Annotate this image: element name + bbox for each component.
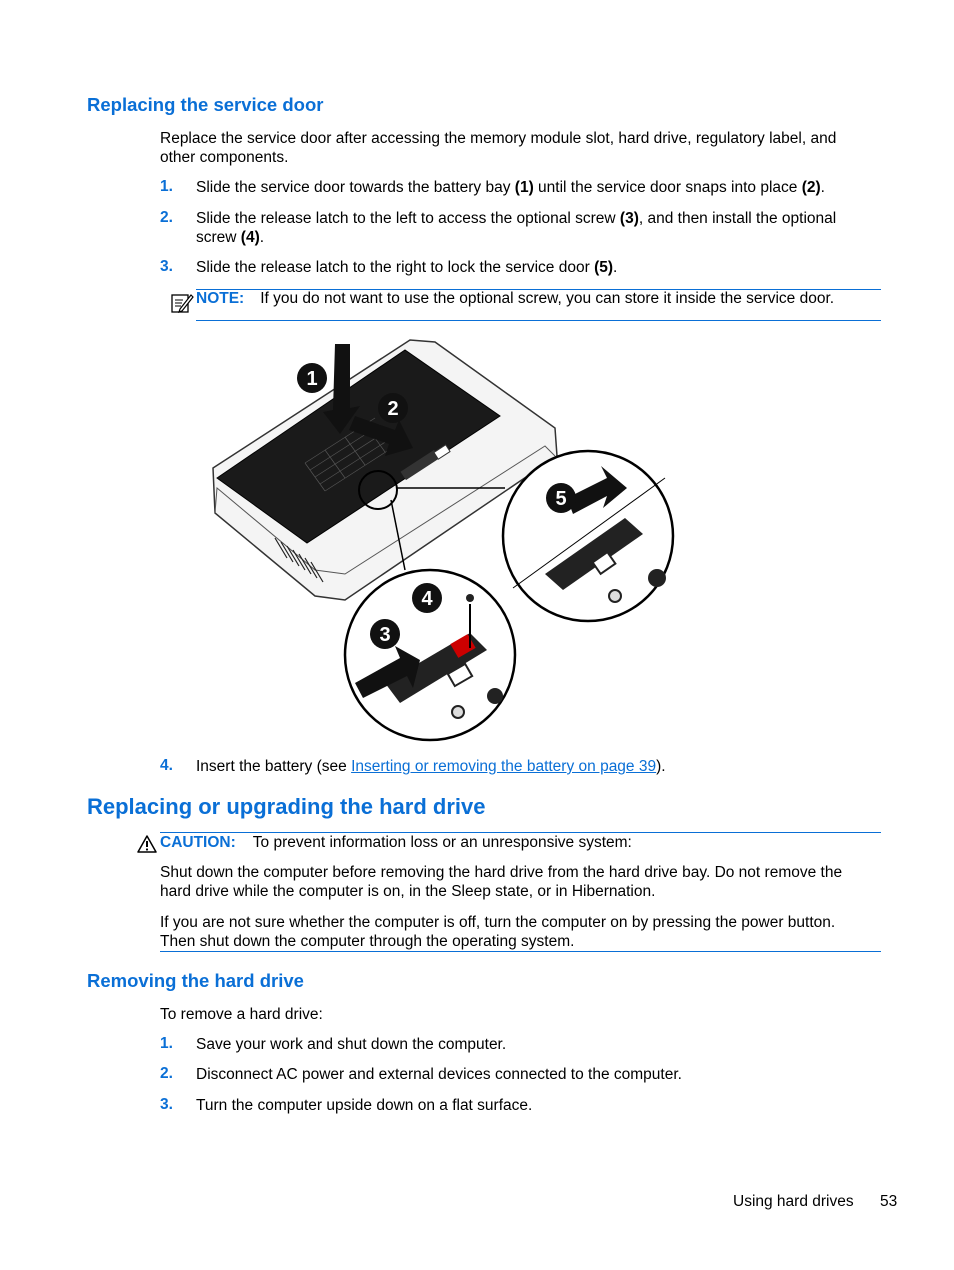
- callout-ref: (4): [240, 229, 260, 246]
- note-top-rule: [196, 289, 881, 290]
- callout-ref: (1): [514, 179, 534, 196]
- text-run: until the service door snaps into place: [533, 179, 802, 196]
- note-text: NOTE: If you do not want to use the optio…: [196, 289, 834, 308]
- callout-ref: (3): [619, 210, 639, 227]
- caution-paragraph-1: Shut down the computer before removing t…: [160, 863, 842, 901]
- footer-section-title: Using hard drives: [733, 1193, 854, 1210]
- caution-text: To prevent information loss or an unresp…: [252, 834, 632, 851]
- callout-badge-1: 1: [297, 363, 327, 393]
- caution-label: CAUTION:: [160, 834, 236, 851]
- step-text: Insert the battery (see Inserting or rem…: [196, 757, 666, 776]
- svg-text:5: 5: [555, 488, 566, 510]
- svg-text:4: 4: [421, 588, 433, 610]
- caution-heading-line: CAUTION: To prevent information loss or a…: [160, 833, 632, 852]
- step-text: Slide the release latch to the right to …: [196, 258, 617, 277]
- battery-page-link[interactable]: Inserting or removing the battery on pag…: [351, 758, 657, 775]
- caution-line: Shut down the computer before removing t…: [160, 864, 843, 881]
- step-number: 2.: [160, 209, 173, 226]
- text-run: .: [613, 259, 618, 276]
- step-number: 3.: [160, 258, 173, 275]
- callout-ref: (5): [594, 259, 614, 276]
- step-text: Slide the service door towards the batte…: [196, 178, 825, 197]
- caution-paragraph-2: If you are not sure whether the computer…: [160, 913, 835, 951]
- text-run: .: [820, 179, 825, 196]
- note-pencil-icon: [170, 291, 194, 315]
- step-number: 3.: [160, 1096, 173, 1113]
- removal-intro: To remove a hard drive:: [160, 1006, 323, 1023]
- caution-bottom-rule: [160, 951, 881, 952]
- intro-line: other components.: [160, 149, 289, 166]
- svg-text:3: 3: [379, 624, 390, 646]
- step-text: Turn the computer upside down on a flat …: [196, 1097, 533, 1114]
- text-run: Insert the battery (see: [196, 758, 352, 775]
- note-body: If you do not want to use the optional s…: [260, 290, 835, 307]
- warning-triangle-icon: [137, 835, 157, 853]
- step-text: Save your work and shut down the compute…: [196, 1036, 507, 1053]
- section-heading-removing-hard-drive: Removing the hard drive: [87, 970, 304, 991]
- page-number: 53: [880, 1193, 898, 1210]
- step-line: screw (4).: [196, 228, 836, 247]
- caution-line: hard drive while the computer is on, in …: [160, 883, 656, 900]
- step-line: Slide the release latch to the left to a…: [196, 209, 836, 228]
- callout-ref: (2): [801, 179, 821, 196]
- callout-badge-5: 5: [546, 483, 576, 513]
- callout-badge-3: 3: [370, 619, 400, 649]
- svg-text:1: 1: [306, 368, 317, 390]
- text-run: Slide the release latch to the right to …: [196, 259, 595, 276]
- text-run: , and then install the optional: [638, 210, 837, 227]
- intro-line: Replace the service door after accessing…: [160, 130, 837, 147]
- callout-badge-2: 2: [378, 393, 408, 423]
- text-run: Slide the release latch to the left to a…: [196, 210, 620, 227]
- caution-line: If you are not sure whether the computer…: [160, 914, 836, 931]
- step-number: 1.: [160, 1035, 173, 1052]
- section-heading-replacing-service-door: Replacing the service door: [87, 94, 324, 115]
- intro-paragraph: Replace the service door after accessing…: [160, 129, 836, 167]
- step-text: Disconnect AC power and external devices…: [196, 1066, 682, 1083]
- step-number: 2.: [160, 1065, 173, 1082]
- step-number: 4.: [160, 757, 173, 774]
- callout-badge-4: 4: [412, 583, 442, 613]
- service-door-illustration: 1 2 5 4 3: [195, 338, 685, 743]
- note-label: NOTE:: [196, 290, 245, 307]
- note-bottom-rule: [196, 320, 881, 321]
- text-run: ).: [656, 758, 666, 775]
- section-heading-replacing-upgrading-hard-drive: Replacing or upgrading the hard drive: [87, 794, 486, 819]
- text-run: .: [259, 229, 265, 246]
- caution-line: Then shut down the computer through the …: [160, 933, 575, 950]
- text-run: Slide the service door towards the batte…: [196, 179, 515, 196]
- step-text: Slide the release latch to the left to a…: [196, 209, 836, 247]
- caution-top-rule: [160, 832, 881, 833]
- text-run: screw: [196, 229, 241, 246]
- svg-text:2: 2: [387, 398, 398, 420]
- step-number: 1.: [160, 178, 173, 195]
